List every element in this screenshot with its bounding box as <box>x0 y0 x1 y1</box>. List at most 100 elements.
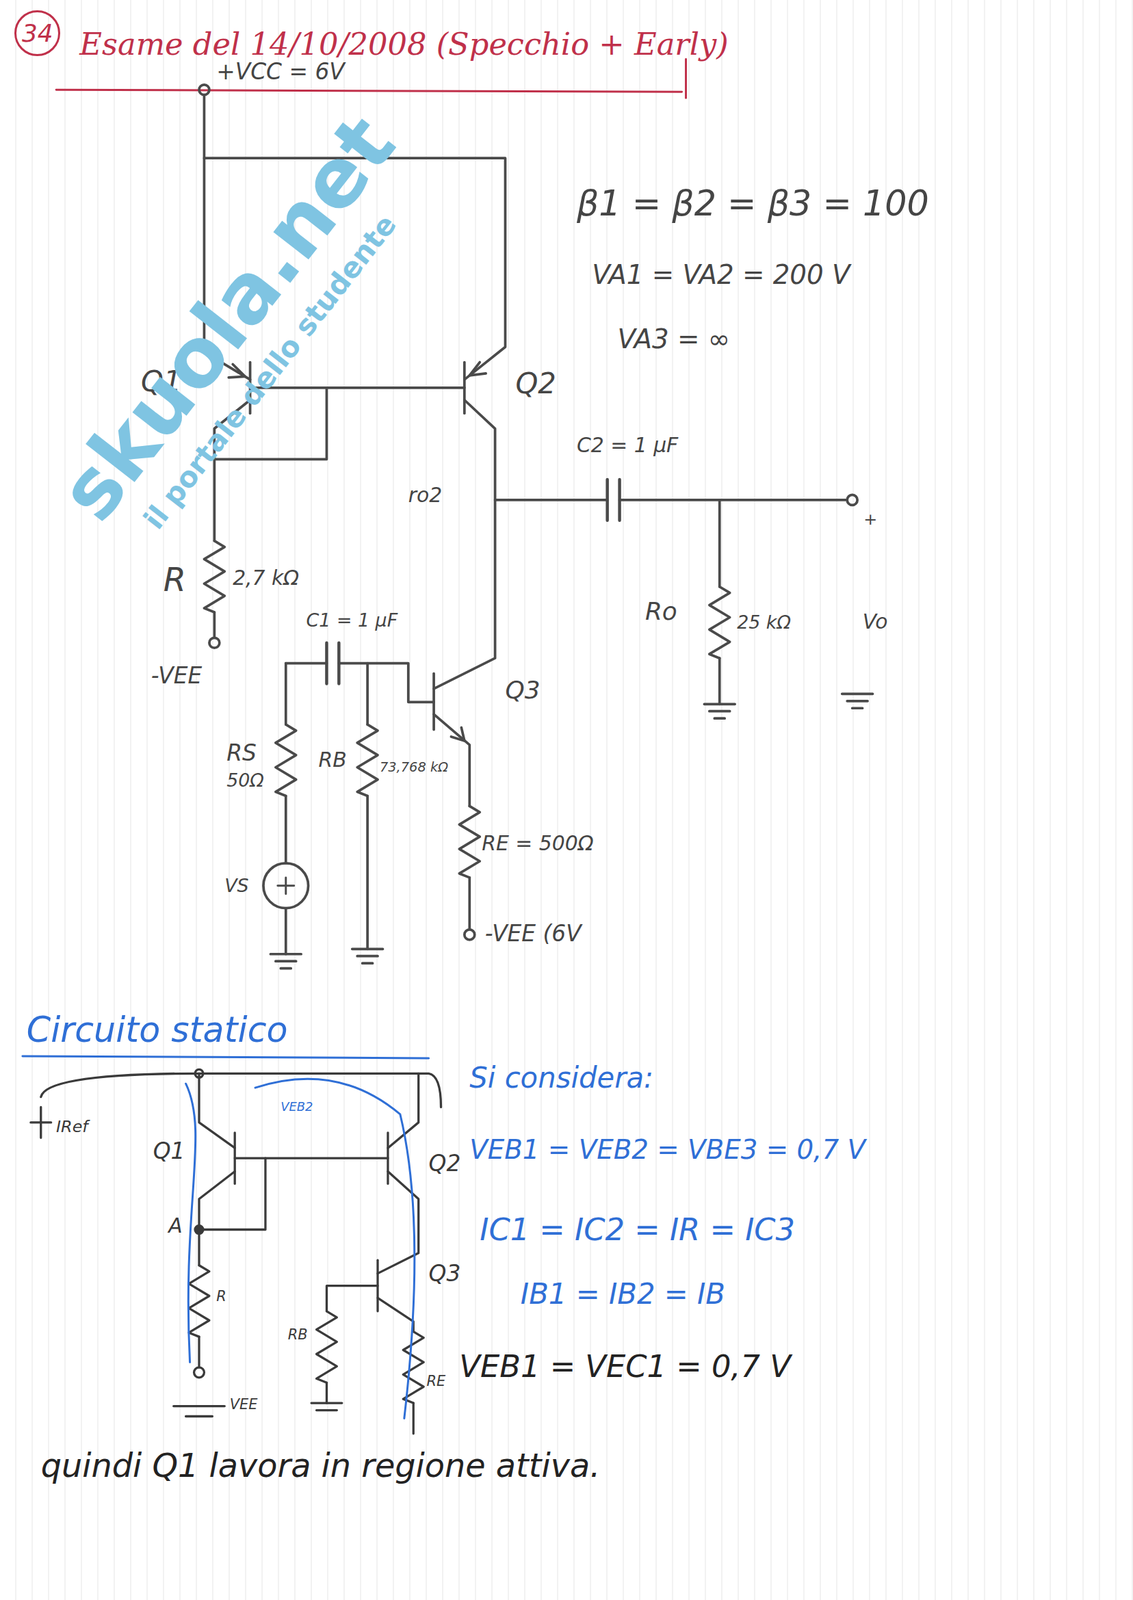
circuit-wire <box>366 796 369 950</box>
supply-label: VEE <box>229 1396 258 1413</box>
ground-symbol <box>704 704 735 719</box>
current-path <box>186 1083 196 1363</box>
resistor-symbol <box>709 587 731 659</box>
capacitor-symbol <box>607 479 620 521</box>
circuit-wire <box>386 1133 389 1185</box>
component-label: R <box>163 561 187 600</box>
ground-symbol <box>842 693 874 709</box>
equation-text: VEB1 = VEC1 = 0,7 V <box>459 1349 791 1385</box>
component-value: C2 = 1 μF <box>576 433 679 458</box>
component-label: Ro <box>645 597 678 626</box>
node-label: A <box>168 1214 182 1238</box>
circuit-wire <box>199 1073 235 1149</box>
note-text: Si considera: <box>469 1061 654 1095</box>
resistor-symbol <box>188 1265 210 1337</box>
heading-underline <box>22 1056 429 1059</box>
component-label: RE <box>426 1373 447 1390</box>
transistor-label: Q1 <box>153 1139 186 1166</box>
circuit-wire <box>263 863 309 909</box>
transistor-label: Q2 <box>515 367 556 401</box>
circuit-wire <box>209 637 220 648</box>
component-label: RS <box>226 740 257 767</box>
resistor-symbol <box>316 1311 338 1383</box>
parameter-text: VA3 = ∞ <box>617 324 731 356</box>
title-underline <box>684 59 687 99</box>
circuit-wire <box>212 612 216 638</box>
component-label: R <box>216 1288 227 1305</box>
circuit-wire <box>199 1158 266 1230</box>
current-path <box>186 1078 415 1419</box>
circuit-wire <box>326 1286 378 1312</box>
equation-text: VEB1 = VEB2 = VBE3 = 0,7 V <box>469 1135 866 1166</box>
circuit-wire <box>194 1367 205 1378</box>
circuit-wire <box>30 1107 52 1139</box>
parameter-text: β1 = β2 = β3 = 100 <box>576 184 930 224</box>
capacitor-symbol <box>326 643 339 685</box>
number-text: 34 <box>21 19 54 48</box>
circuit-wire <box>311 1403 343 1411</box>
circuit-wire <box>284 908 288 955</box>
transistor-arrow <box>469 362 486 376</box>
supply-label: -VEE <box>151 663 202 690</box>
circuit-wire <box>718 658 722 705</box>
signal-label: Vo <box>862 610 889 634</box>
circuit-wire <box>284 663 288 726</box>
circuit-wire <box>41 1073 442 1108</box>
circuit-wire <box>199 1171 235 1266</box>
component-value: 2,7 kΩ <box>232 566 299 590</box>
number-circle: 34 <box>14 10 61 57</box>
resistor-symbol <box>357 724 378 796</box>
heading-underline <box>22 1056 429 1059</box>
ground-symbol <box>270 954 302 969</box>
component-label: RB <box>288 1326 308 1344</box>
circuit-wire <box>619 498 848 502</box>
component-value: 25 kΩ <box>736 612 791 634</box>
circuit-wire <box>433 400 496 689</box>
ground-symbol <box>270 693 873 969</box>
component-label: RB <box>318 748 347 772</box>
circuit-wire <box>718 500 722 588</box>
circuit-wire <box>234 1156 388 1159</box>
source-symbol <box>277 877 295 895</box>
circuit-wire <box>464 929 475 941</box>
signal-label: ro2 <box>408 483 443 507</box>
polarity-sign: + <box>863 510 878 529</box>
voltage-label: VEB2 <box>280 1100 313 1115</box>
capacitor-symbol <box>326 479 620 684</box>
resistor-symbol <box>188 1265 424 1404</box>
page-title: Esame del 14/10/2008 (Specchio + Early) <box>79 26 728 62</box>
component-value: RE = 500Ω <box>481 831 594 856</box>
circuit-wire <box>325 1382 328 1404</box>
resistor-symbol <box>203 541 730 878</box>
transistor-label: Q3 <box>504 675 540 705</box>
current-path <box>255 1078 415 1419</box>
circuit-wire <box>285 662 328 666</box>
equation-text: IC1 = IC2 = IR = IC3 <box>479 1212 796 1248</box>
section-heading: Circuito statico <box>26 1010 289 1051</box>
circuit-wire <box>197 1336 200 1368</box>
circuit-wire <box>467 877 471 930</box>
note-text: quindi Q1 lavora in regione attiva. <box>41 1447 601 1486</box>
resistor-symbol <box>203 541 225 613</box>
source-symbol <box>277 877 295 895</box>
source-label: VS <box>224 875 249 897</box>
circuit-wire <box>847 494 858 505</box>
circuit-wire <box>284 796 288 864</box>
supply-label: +VCC = 6V <box>216 59 345 86</box>
circuit-wire <box>30 1069 442 1435</box>
transistor-label: Q2 <box>428 1151 462 1178</box>
transistor-label: Q3 <box>428 1261 462 1288</box>
circuit-wire <box>387 1073 419 1149</box>
watermark: skuola.net <box>41 98 413 538</box>
transistor-arrow <box>228 362 486 741</box>
circuit-wire <box>377 1297 414 1332</box>
resistor-symbol <box>275 724 297 796</box>
circuit-wire <box>173 1406 226 1417</box>
component-value: C1 = 1 μF <box>306 610 399 632</box>
equation-text: IB1 = IB2 = IB <box>520 1278 726 1311</box>
supply-label: -VEE (6V <box>485 921 582 948</box>
circuit-wire <box>199 84 210 96</box>
circuit-wire <box>250 386 465 390</box>
title-underline <box>56 89 682 92</box>
component-value: 50Ω <box>226 770 265 792</box>
